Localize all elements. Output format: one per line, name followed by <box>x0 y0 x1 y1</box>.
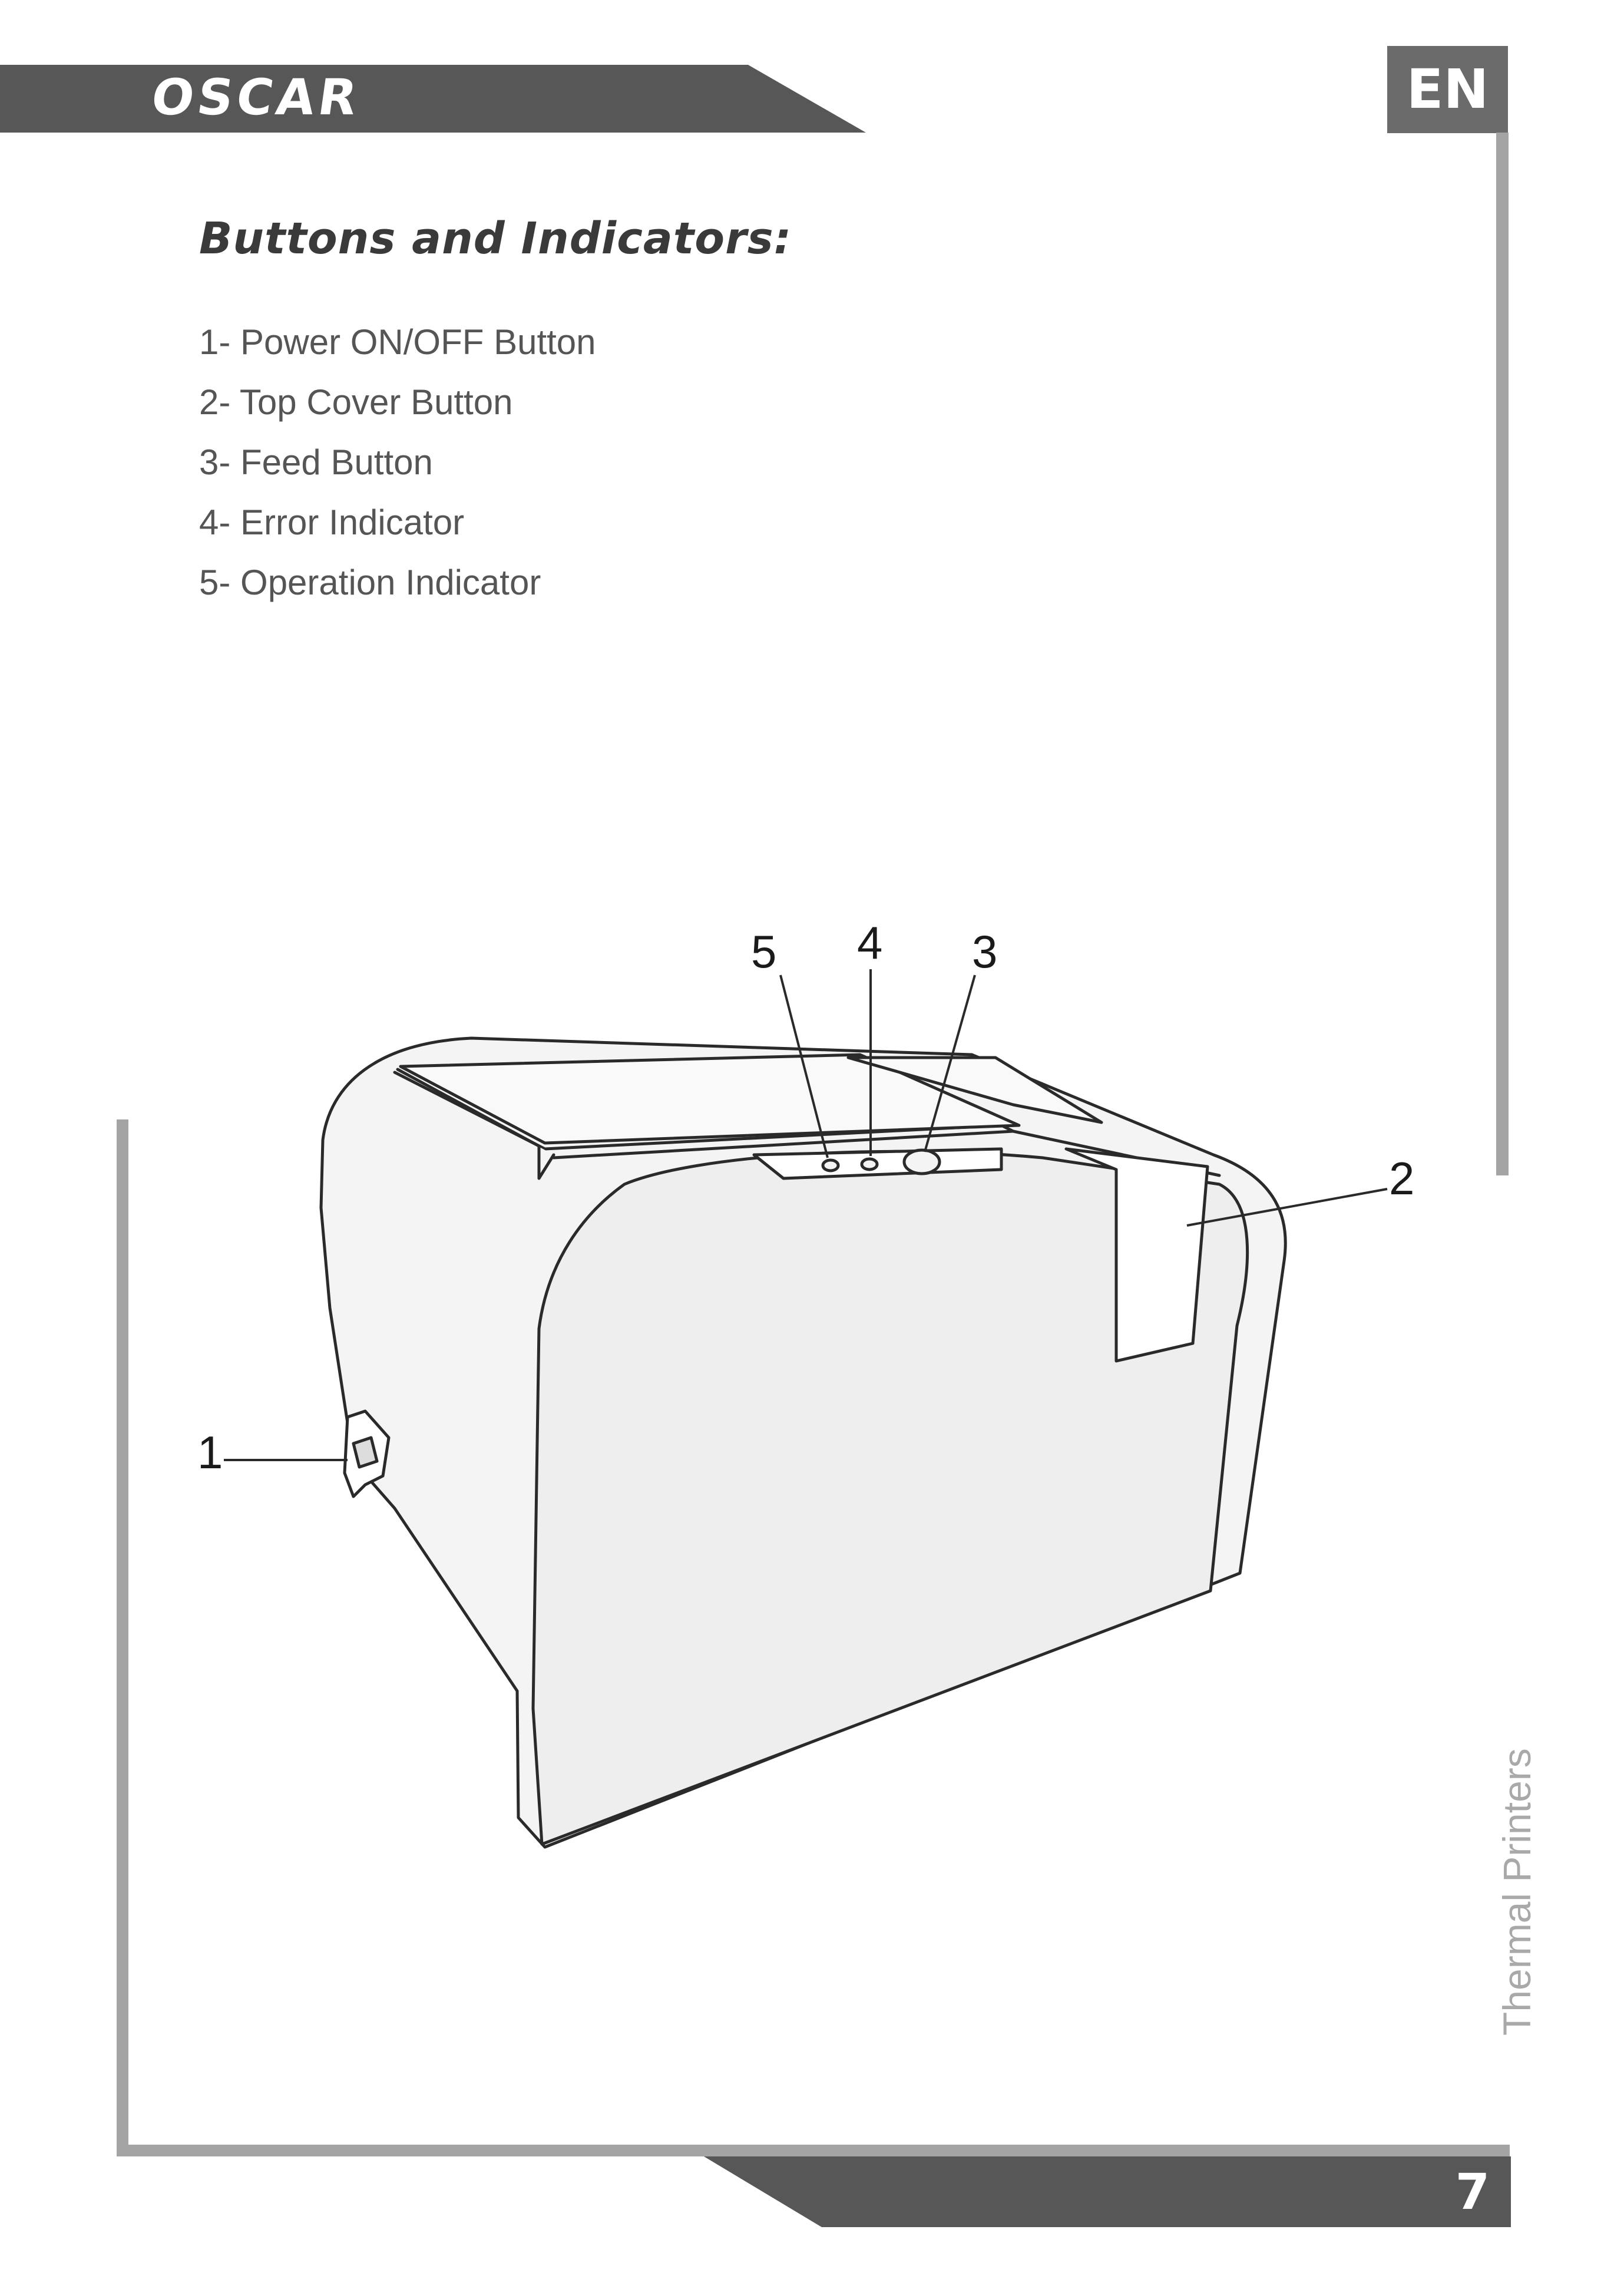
header-bar <box>0 65 866 133</box>
callout-label: 1 <box>197 1429 223 1476</box>
language-badge: EN <box>1387 46 1508 133</box>
component-list: 1- Power ON/OFF Button 2- Top Cover Butt… <box>199 312 596 613</box>
brand-logo: OSCAR <box>148 71 364 124</box>
printer-illustration <box>0 884 1624 1885</box>
list-item: 3- Feed Button <box>199 432 596 493</box>
list-item: 5- Operation Indicator <box>199 553 596 613</box>
callout-label: 2 <box>1389 1155 1414 1202</box>
list-item: 1- Power ON/OFF Button <box>199 312 596 372</box>
page-number: 7 <box>1437 2159 1508 2224</box>
frame-bottom-line <box>117 2145 1510 2156</box>
section-title: Buttons and Indicators: <box>199 213 792 264</box>
list-item: 2- Top Cover Button <box>199 372 596 432</box>
callout-label: 4 <box>857 919 882 966</box>
side-category-label: Thermal Printers <box>1493 1788 1540 2036</box>
list-item: 4- Error Indicator <box>199 493 596 553</box>
callout-label: 5 <box>751 928 776 975</box>
footer-bar <box>704 2156 1511 2227</box>
callout-label: 3 <box>972 928 997 975</box>
